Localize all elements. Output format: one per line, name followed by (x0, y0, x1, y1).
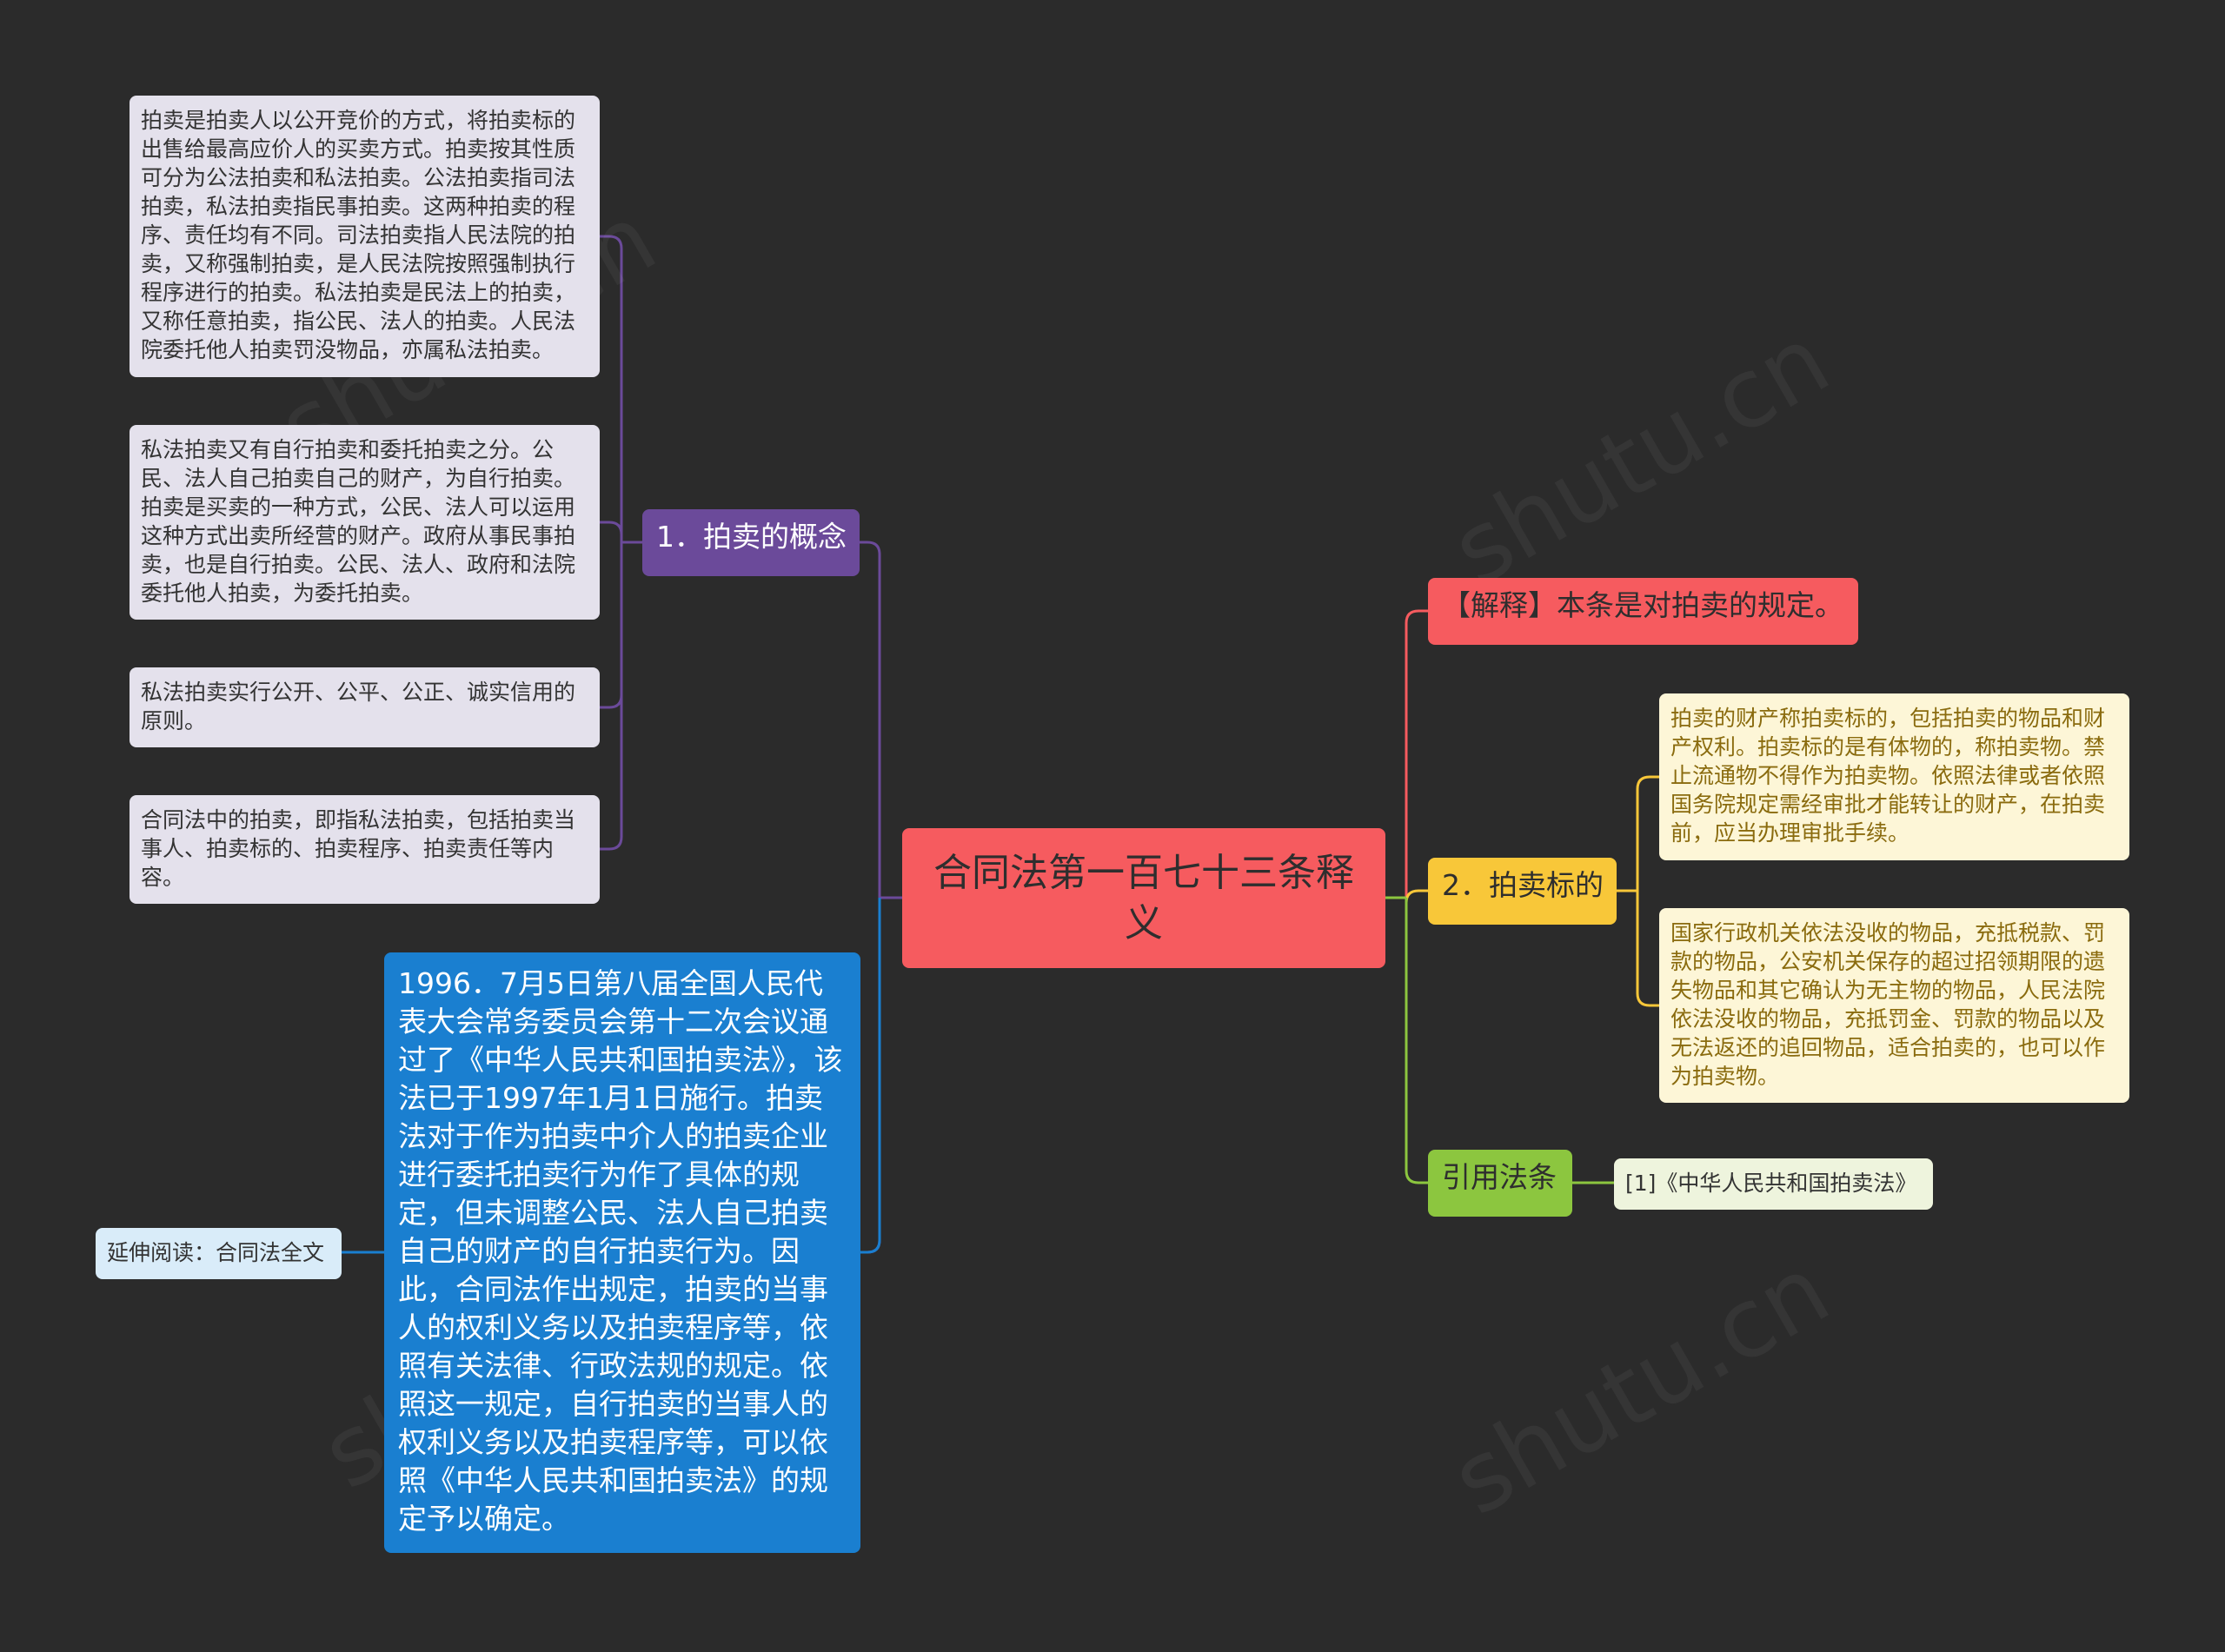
root-yellow-connector-edge-0 (1405, 889, 1428, 904)
subject-note-1-text: 拍卖的财产称拍卖标的，包括拍卖的物品和财产权利。拍卖标的是有体物的，称拍卖物。禁… (1670, 706, 2106, 846)
subject-note-2[interactable]: 国家行政机关依法没收的物品，充抵税款、罚款的物品，公安机关保存的超过招领期限的遗… (1659, 908, 2129, 1103)
branch-cited-law-label: 引用法条 (1442, 1160, 1557, 1194)
root-left-connector-edge-0 (860, 541, 881, 898)
concept-note-4-text: 合同法中的拍卖，即指私法拍卖，包括拍卖当事人、拍卖标的、拍卖程序、拍卖责任等内容… (141, 807, 576, 890)
root-left-connector-edge-1 (860, 898, 881, 1254)
branch-auction-concept[interactable]: 1．拍卖的概念 (642, 509, 860, 576)
subject-note-2-text: 国家行政机关依法没收的物品，充抵税款、罚款的物品，公安机关保存的超过招领期限的遗… (1670, 920, 2106, 1089)
branch-explanation[interactable]: 【解释】本条是对拍卖的规定。 (1428, 578, 1858, 645)
subject-note-1[interactable]: 拍卖的财产称拍卖标的，包括拍卖的物品和财产权利。拍卖标的是有体物的，称拍卖物。禁… (1659, 693, 2129, 860)
root-topic-label: 合同法第一百七十三条释义 (933, 850, 1354, 945)
branch-legislation-history-text: 1996．7月5日第八届全国人民代表大会常务委员会第十二次会议通过了《中华人民共… (398, 966, 843, 1536)
extended-reading-link-text: 延伸阅读：合同法全文 (107, 1240, 325, 1265)
concept-connector-edge-1 (600, 521, 623, 542)
concept-note-4[interactable]: 合同法中的拍卖，即指私法拍卖，包括拍卖当事人、拍卖标的、拍卖程序、拍卖责任等内容… (130, 795, 600, 904)
root-red-connector-edge-0 (1405, 609, 1428, 898)
concept-connector-edge-2 (600, 542, 623, 709)
concept-note-2-text: 私法拍卖又有自行拍卖和委托拍卖之分。公民、法人自己拍卖自己的财产，为自行拍卖。拍… (141, 437, 576, 606)
branch-explanation-label: 【解释】本条是对拍卖的规定。 (1442, 588, 1843, 622)
concept-note-1[interactable]: 拍卖是拍卖人以公开竞价的方式，将拍卖标的出售给最高应价人的买卖方式。拍卖按其性质… (130, 96, 600, 377)
branch-auction-concept-label: 1．拍卖的概念 (656, 520, 847, 554)
cited-law-item[interactable]: [1]《中华人民共和国拍卖法》 (1614, 1158, 1933, 1210)
subject-connector-edge-0 (1636, 775, 1659, 891)
concept-note-3-text: 私法拍卖实行公开、公平、公正、诚实信用的原则。 (141, 680, 576, 733)
branch-auction-subject[interactable]: 2．拍卖标的 (1428, 858, 1617, 925)
concept-connector-edge-0 (600, 235, 623, 542)
root-topic[interactable]: 合同法第一百七十三条释义 (902, 828, 1385, 968)
branch-auction-subject-label: 2．拍卖标的 (1442, 868, 1604, 902)
concept-connector-edge-3 (600, 542, 623, 851)
root-blue-connector (860, 898, 881, 1254)
extended-reading-link[interactable]: 延伸阅读：合同法全文 (96, 1228, 342, 1279)
branch-cited-law[interactable]: 引用法条 (1428, 1150, 1572, 1217)
subject-connector-edge-1 (1636, 891, 1659, 1007)
concept-note-3[interactable]: 私法拍卖实行公开、公平、公正、诚实信用的原则。 (130, 667, 600, 747)
cited-law-item-text: [1]《中华人民共和国拍卖法》 (1625, 1171, 1917, 1196)
branch-legislation-history[interactable]: 1996．7月5日第八届全国人民代表大会常务委员会第十二次会议通过了《中华人民共… (384, 952, 860, 1553)
concept-note-1-text: 拍卖是拍卖人以公开竞价的方式，将拍卖标的出售给最高应价人的买卖方式。拍卖按其性质… (141, 108, 576, 362)
root-green-connector-edge-0 (1405, 898, 1428, 1184)
concept-note-2[interactable]: 私法拍卖又有自行拍卖和委托拍卖之分。公民、法人自己拍卖自己的财产，为自行拍卖。拍… (130, 425, 600, 620)
